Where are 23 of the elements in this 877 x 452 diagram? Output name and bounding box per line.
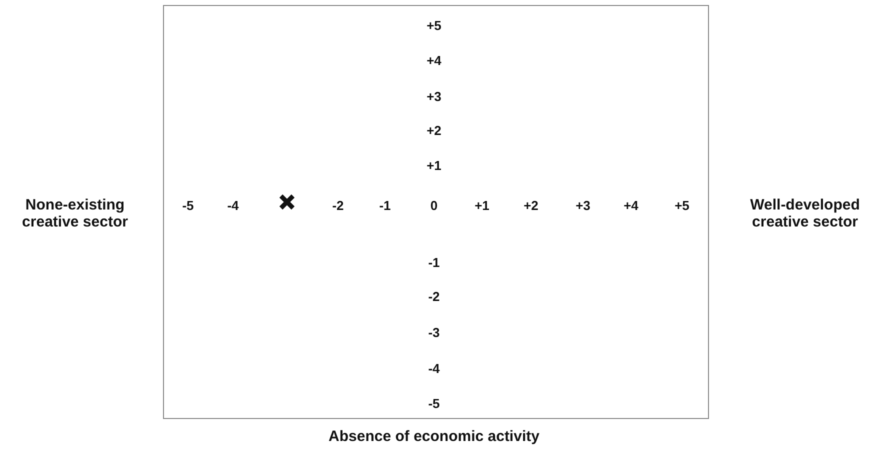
axis-value: -5	[428, 396, 440, 412]
axis-value: +1	[426, 158, 442, 174]
axis-value: +1	[474, 198, 490, 214]
axis-title: Well-developed creative sector	[749, 198, 861, 230]
axis-title: Absence of economic activity	[328, 428, 540, 446]
axis-value: -1	[428, 256, 440, 270]
axis-value: +3	[426, 90, 442, 104]
axis-value: 0	[430, 198, 438, 214]
axis-value: +2	[524, 198, 538, 214]
axis-value: -2	[332, 198, 344, 214]
axis-value: -1	[379, 198, 391, 214]
axis-value: -4	[227, 198, 239, 214]
axis-value: -5	[182, 198, 194, 214]
axis-title: None-existing creative sector	[21, 198, 129, 230]
axis-value: -3	[428, 326, 440, 340]
axis-value: +2	[426, 124, 442, 138]
axis-value: +4	[624, 198, 638, 214]
axis-value: +5	[426, 18, 442, 34]
axis-value: -2	[428, 290, 440, 304]
axis-value: -4	[428, 362, 440, 376]
axis-value: +4	[426, 54, 442, 68]
axis-value: +3	[576, 198, 590, 214]
axis-value: +5	[674, 198, 690, 214]
